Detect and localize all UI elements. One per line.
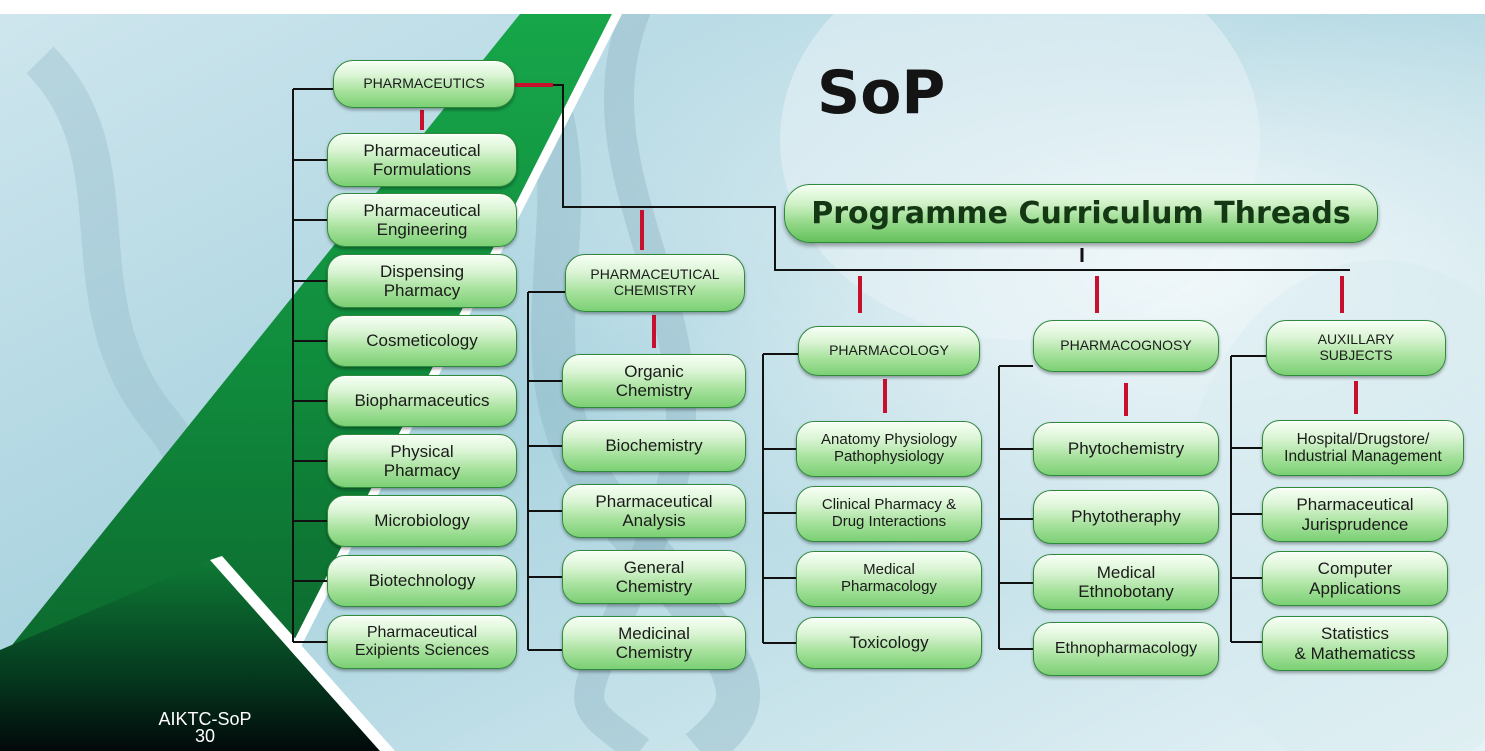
subject-pharmaceutical-formulations: Pharmaceutical Formulations [327, 133, 517, 187]
subject-pharmaceutical-analysis: Pharmaceutical Analysis [562, 484, 746, 538]
subject-phytotheraphy: Phytotheraphy [1033, 490, 1219, 544]
footer-org: AIKTC-SoP [158, 709, 252, 729]
subject-toxicology: Toxicology [796, 617, 982, 669]
subject-anatomy-physiology-pathophysiology: Anatomy Physiology Pathophysiology [796, 421, 982, 477]
subject-computer-applications: Computer Applications [1262, 551, 1448, 606]
subject-hospital-drugstore-industrial-management: Hospital/Drugstore/ Industrial Managemen… [1262, 420, 1464, 476]
brand-title: SoP [817, 58, 946, 128]
subject-general-chemistry: General Chemistry [562, 550, 746, 604]
subject-ethnopharmacology: Ethnopharmacology [1033, 622, 1219, 676]
subject-biotechnology: Biotechnology [327, 555, 517, 607]
category-pharmacology: PHARMACOLOGY [798, 326, 980, 376]
subject-physical-pharmacy: Physical Pharmacy [327, 434, 517, 488]
category-pharmacognosy: PHARMACOGNOSY [1033, 320, 1219, 372]
subject-medicinal-chemistry: Medicinal Chemistry [562, 616, 746, 670]
root-node-programme-curriculum-threads: Programme Curriculum Threads [784, 184, 1378, 243]
subject-pharmaceutical-exipients-sciences: Pharmaceutical Exipients Sciences [327, 615, 517, 669]
subject-clinical-pharmacy-drug-interactions: Clinical Pharmacy & Drug Interactions [796, 486, 982, 542]
subject-pharmaceutical-jurisprudence: Pharmaceutical Jurisprudence [1262, 487, 1448, 542]
subject-organic-chemistry: Organic Chemistry [562, 354, 746, 408]
subject-medical-pharmacology: Medical Pharmacology [796, 551, 982, 607]
subject-phytochemistry: Phytochemistry [1033, 422, 1219, 476]
subject-pharmaceutical-engineering: Pharmaceutical Engineering [327, 193, 517, 247]
subject-biopharmaceutics: Biopharmaceutics [327, 375, 517, 427]
subject-medical-ethnobotany: Medical Ethnobotany [1033, 554, 1219, 610]
category-auxillary-subjects: AUXILLARY SUBJECTS [1266, 320, 1446, 376]
category-pharmaceutical-chemistry: PHARMACEUTICAL CHEMISTRY [565, 254, 745, 312]
footer-page-number: 30 [194, 726, 216, 746]
category-pharmaceutics: PHARMACEUTICS [333, 60, 515, 108]
subject-cosmeticology: Cosmeticology [327, 315, 517, 367]
subject-biochemistry: Biochemistry [562, 420, 746, 472]
top-caption-strip [0, 0, 1485, 14]
page-footer: AIKTC-SoP 30 [150, 709, 260, 746]
subject-dispensing-pharmacy: Dispensing Pharmacy [327, 254, 517, 308]
subject-statistics-mathematics: Statistics & Mathematicss [1262, 616, 1448, 671]
subject-microbiology: Microbiology [327, 495, 517, 547]
